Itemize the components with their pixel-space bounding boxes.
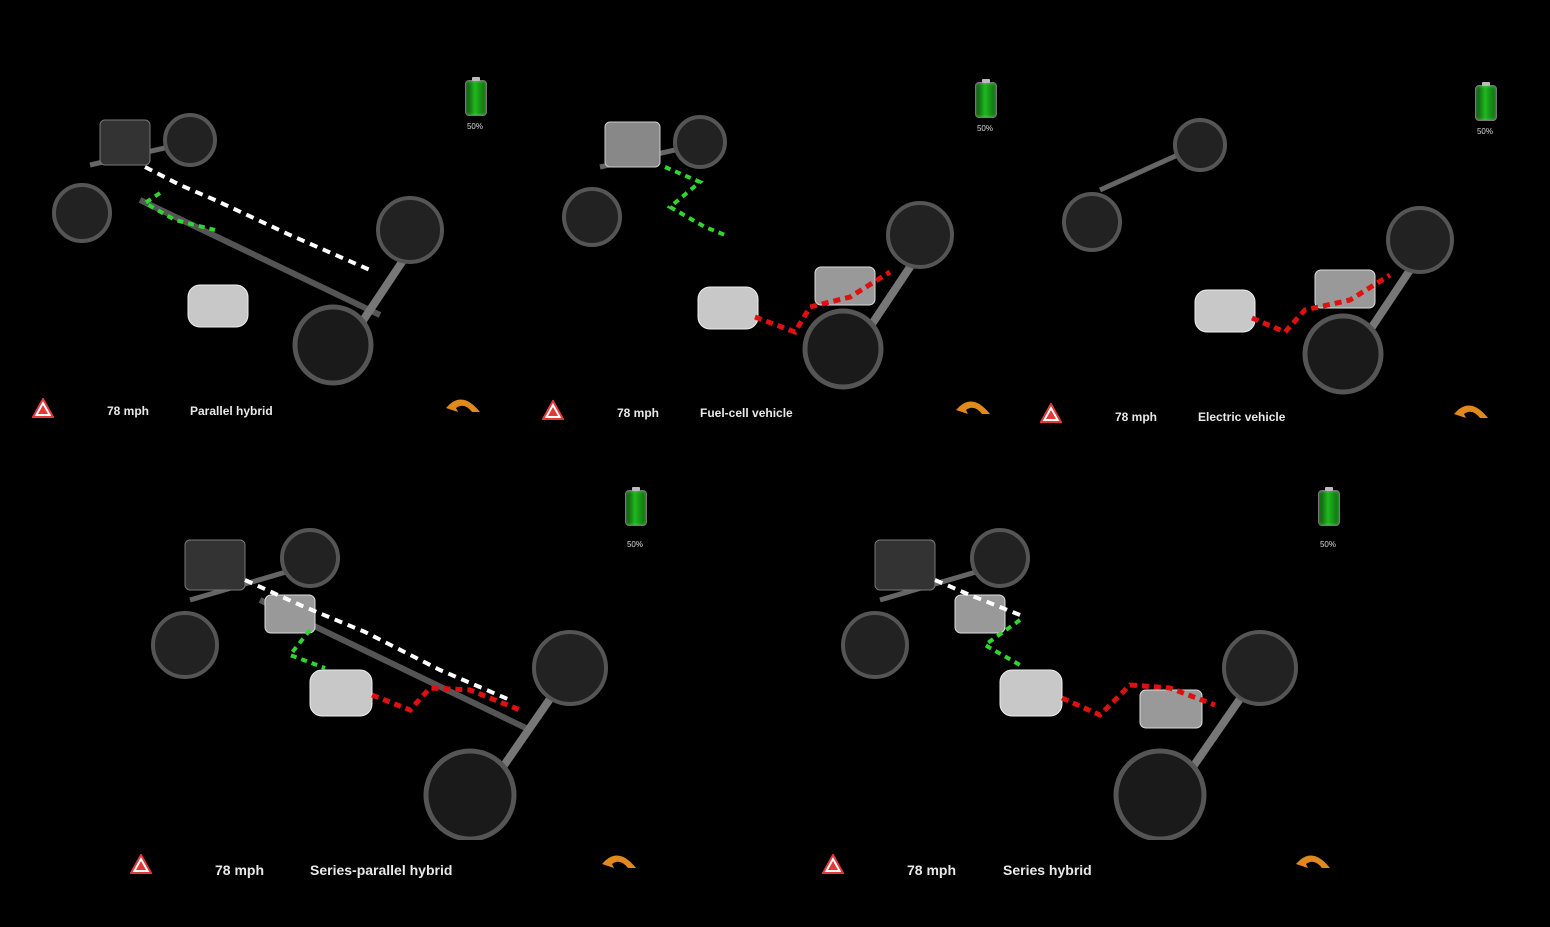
battery-icon	[975, 79, 997, 118]
drivetrain-illustration	[841, 528, 1298, 840]
back-arrow-icon[interactable]	[1452, 400, 1492, 422]
battery-percentage: 50%	[976, 124, 993, 133]
battery-icon	[1475, 82, 1497, 121]
warning-triangle-icon[interactable]	[32, 398, 54, 418]
battery-percentage: 50%	[1476, 127, 1493, 136]
mode-label: Series-parallel hybrid	[310, 862, 453, 878]
mode-label: Electric vehicle	[1198, 410, 1286, 424]
panel-fuel-cell-vehicle: 50% 78 mph Fuel-cell vehicle	[530, 52, 1030, 492]
panel-electric-vehicle: 50% 78 mph Electric vehicle	[1030, 55, 1530, 495]
warning-triangle-icon[interactable]	[822, 854, 844, 874]
back-arrow-icon[interactable]	[600, 850, 640, 872]
back-arrow-icon[interactable]	[1294, 850, 1334, 872]
drivetrain-illustration	[52, 113, 444, 386]
drivetrain-illustration	[562, 115, 954, 390]
panel-series-hybrid: 50% 78 mph Series hybrid	[810, 460, 1370, 900]
back-arrow-icon[interactable]	[954, 396, 994, 418]
speed-readout: 78 mph	[1115, 410, 1158, 424]
battery-percentage: 50%	[1319, 540, 1336, 549]
drivetrain-illustration	[151, 528, 608, 840]
battery-icon	[625, 487, 647, 526]
mode-label: Fuel-cell vehicle	[700, 406, 793, 420]
mode-label: Parallel hybrid	[190, 404, 273, 418]
back-arrow-icon[interactable]	[444, 394, 484, 416]
panel-parallel-hybrid: 50% 78 mph Parallel hybrid	[20, 50, 520, 490]
battery-percentage: 50%	[466, 122, 483, 131]
drivetrain-illustration	[1062, 118, 1454, 395]
mode-label: Series hybrid	[1003, 862, 1092, 878]
speed-readout: 78 mph	[107, 404, 150, 418]
battery-icon	[465, 77, 487, 116]
speed-readout: 78 mph	[907, 862, 957, 878]
warning-triangle-icon[interactable]	[130, 854, 152, 874]
battery-percentage: 50%	[626, 540, 643, 549]
speed-readout: 78 mph	[215, 862, 265, 878]
panel-series-parallel-hybrid: 50% 78 mph Series-parallel hybrid	[120, 460, 680, 900]
warning-triangle-icon[interactable]	[542, 400, 564, 420]
speed-readout: 78 mph	[617, 406, 660, 420]
battery-icon	[1318, 487, 1340, 526]
warning-triangle-icon[interactable]	[1040, 403, 1062, 423]
